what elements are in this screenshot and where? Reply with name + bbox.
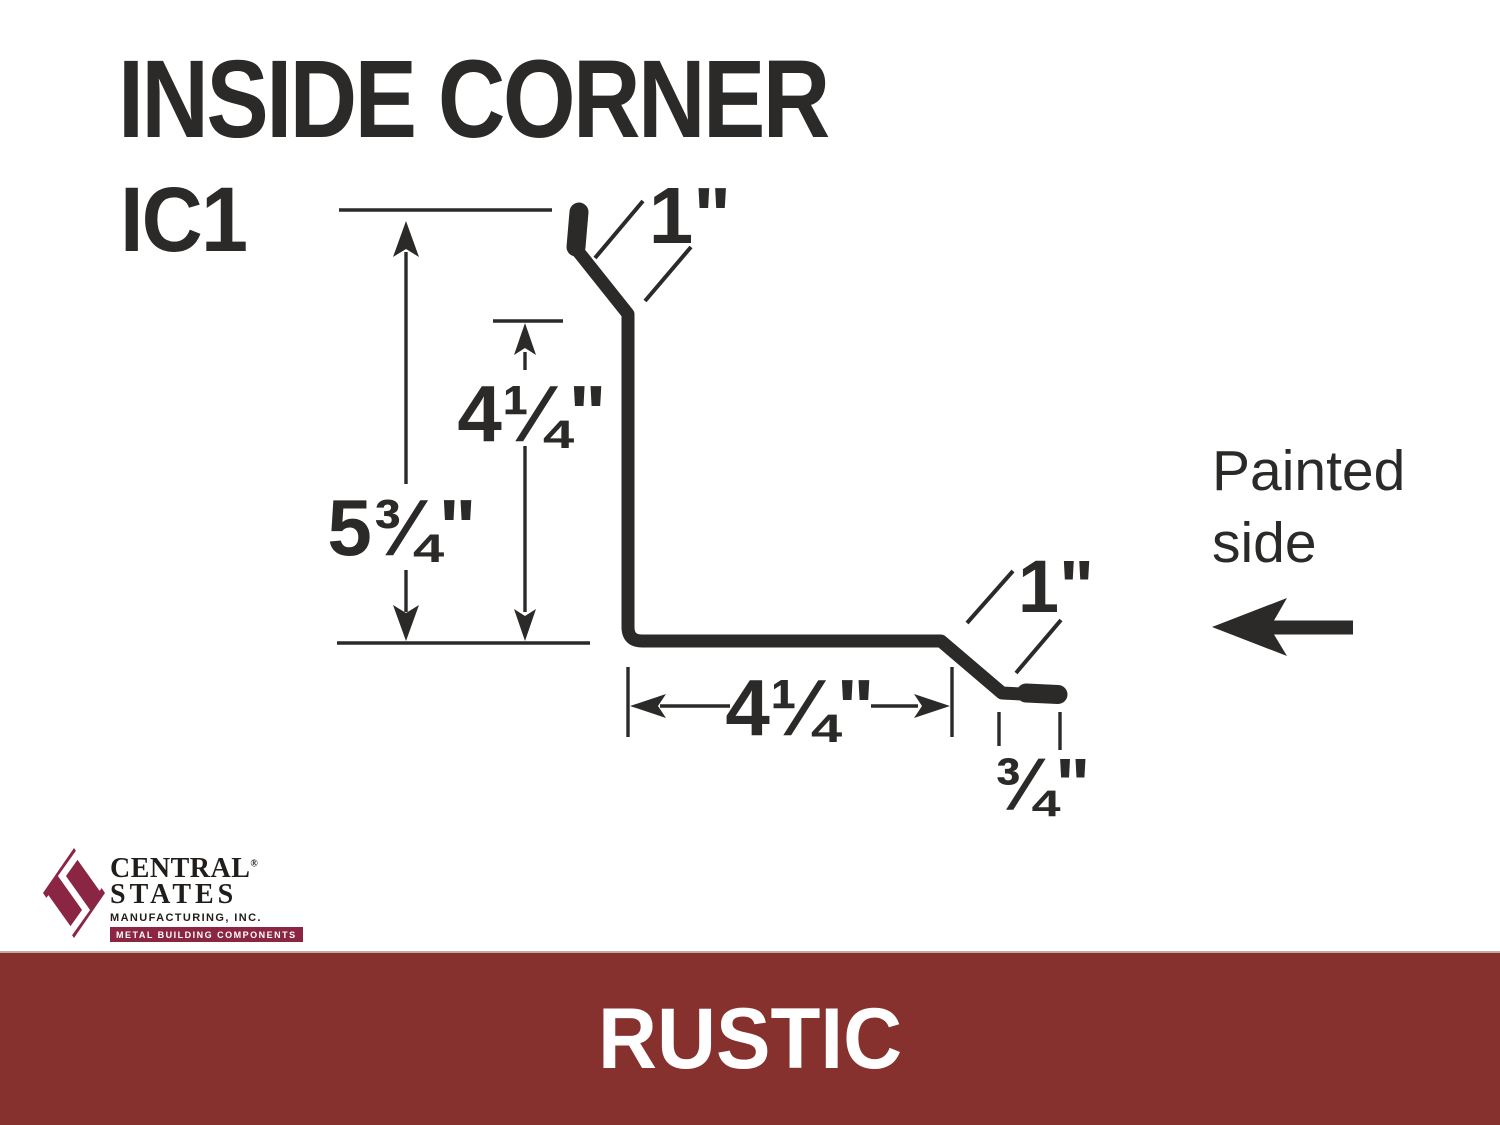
dim-label-bottom-width: 4¼" (725, 663, 875, 752)
logo-diamond-icon (43, 848, 105, 938)
dim-label-bottom-kick: 1" (1017, 545, 1095, 628)
arrow-down-leg (514, 609, 536, 641)
dim-label-upper-leg: 4¼" (457, 369, 607, 458)
brand-logo: CENTRAL® STATES MANUFACTURING, INC. META… (42, 846, 303, 942)
logo-tagline: METAL BUILDING COMPONENTS (110, 927, 303, 942)
leader-top-hem-1 (593, 199, 645, 260)
dimension-lines (337, 208, 1062, 750)
painted-side-note: Painted side (1212, 436, 1405, 580)
logo-brand-line2: STATES (110, 879, 238, 910)
logo-brand-word1: CENTRAL (110, 853, 251, 884)
logo-s-monogram (44, 848, 104, 938)
color-name: RUSTIC (597, 991, 903, 1087)
logo-text: CENTRAL® STATES MANUFACTURING, INC. META… (110, 846, 303, 942)
profile-outline (571, 245, 1043, 702)
arrow-down-total (393, 605, 419, 641)
arrow-left-width (630, 694, 666, 718)
dim-label-total-height: 5¾" (327, 483, 477, 572)
arrowheads (393, 221, 1353, 718)
leader-top-hem-2 (643, 245, 693, 303)
logo-brand-line1: CENTRAL® (110, 855, 258, 883)
page-title: INSIDE CORNER (118, 38, 830, 161)
dim-label-top-hem: 1" (648, 171, 732, 260)
painted-side-line2: side (1212, 510, 1317, 575)
arrow-up-total (393, 221, 419, 257)
profile-top-hem (566, 202, 589, 257)
painted-side-arrow (1212, 598, 1353, 656)
color-banner: RUSTIC (0, 951, 1500, 1125)
leader-bottom-kick-1 (965, 569, 1015, 625)
product-code: IC1 (120, 169, 248, 271)
leader-bottom-kick-2 (1014, 618, 1063, 675)
arrow-up-leg (514, 323, 536, 355)
logo-brand-line3: MANUFACTURING, INC. (110, 912, 262, 924)
registered-mark: ® (250, 858, 259, 870)
arrow-right-width (914, 694, 950, 718)
leader-lines (593, 199, 1063, 675)
dim-label-bottom-lip: ¾" (993, 743, 1091, 826)
trim-profile (566, 202, 1068, 704)
profile-lip-hem (1016, 683, 1068, 704)
painted-side-line1: Painted (1212, 439, 1406, 503)
